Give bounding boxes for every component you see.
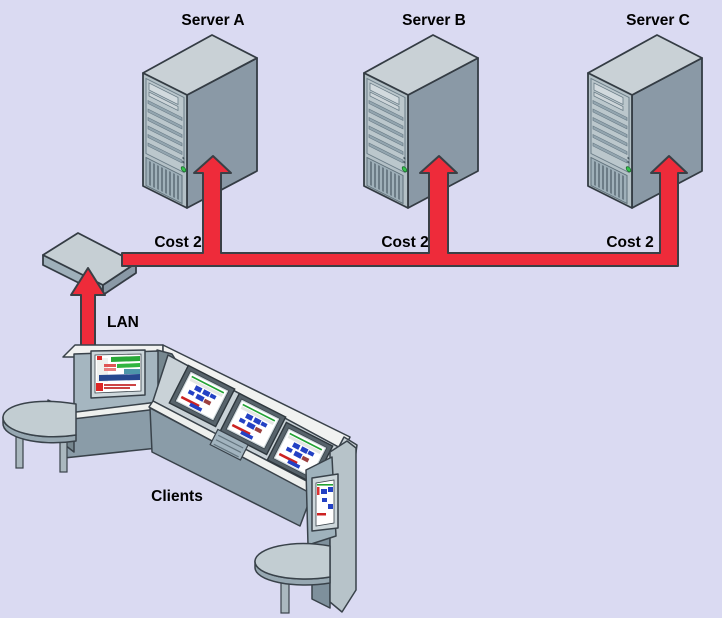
keyboard-body (209, 428, 249, 461)
table-top (254, 542, 331, 580)
screen-detail (317, 487, 320, 495)
screen-detail (97, 356, 102, 360)
server-b-label: Server B (402, 12, 466, 29)
cost-label-b: Cost 2 (381, 234, 428, 251)
screen-content (317, 484, 333, 516)
side-client-monitor (311, 473, 339, 532)
screen-detail (328, 487, 333, 492)
screen-detail (99, 374, 140, 381)
screen-detail (104, 368, 116, 371)
monitor-screen (315, 479, 335, 527)
screen-detail (111, 356, 140, 362)
screen-detail (321, 489, 327, 494)
screen-detail (124, 369, 140, 374)
lan-label: LAN (107, 314, 139, 331)
screen-detail (104, 384, 136, 386)
clients-console (2, 344, 358, 614)
cost-label-c: Cost 2 (606, 234, 653, 251)
switch-top-face (42, 232, 137, 286)
server-a-label: Server A (181, 12, 244, 29)
screen-content (96, 356, 140, 391)
table-leg (15, 436, 24, 469)
keyboard-keys (213, 434, 244, 458)
right-side-table (254, 542, 331, 614)
left-side-table (2, 400, 77, 473)
screen-detail (104, 364, 116, 367)
console-skirt-slanted (149, 407, 313, 527)
network-bus-and-cost-arrows (121, 155, 688, 267)
clients-label: Clients (151, 488, 203, 505)
table-leg (280, 580, 290, 614)
table-leg (59, 440, 68, 473)
main-client-monitor (90, 349, 146, 399)
keyboard (209, 428, 249, 461)
screen-detail (328, 504, 333, 509)
screen-detail (104, 387, 130, 389)
screen-detail (317, 513, 326, 516)
screen-detail (96, 383, 103, 391)
table-top (2, 400, 77, 438)
server-c-label: Server C (626, 12, 690, 29)
screen-detail (322, 498, 327, 502)
cost-label-a: Cost 2 (154, 234, 201, 251)
screen-detail (97, 358, 108, 382)
screen-detail (317, 484, 333, 486)
screen-detail (117, 363, 140, 368)
